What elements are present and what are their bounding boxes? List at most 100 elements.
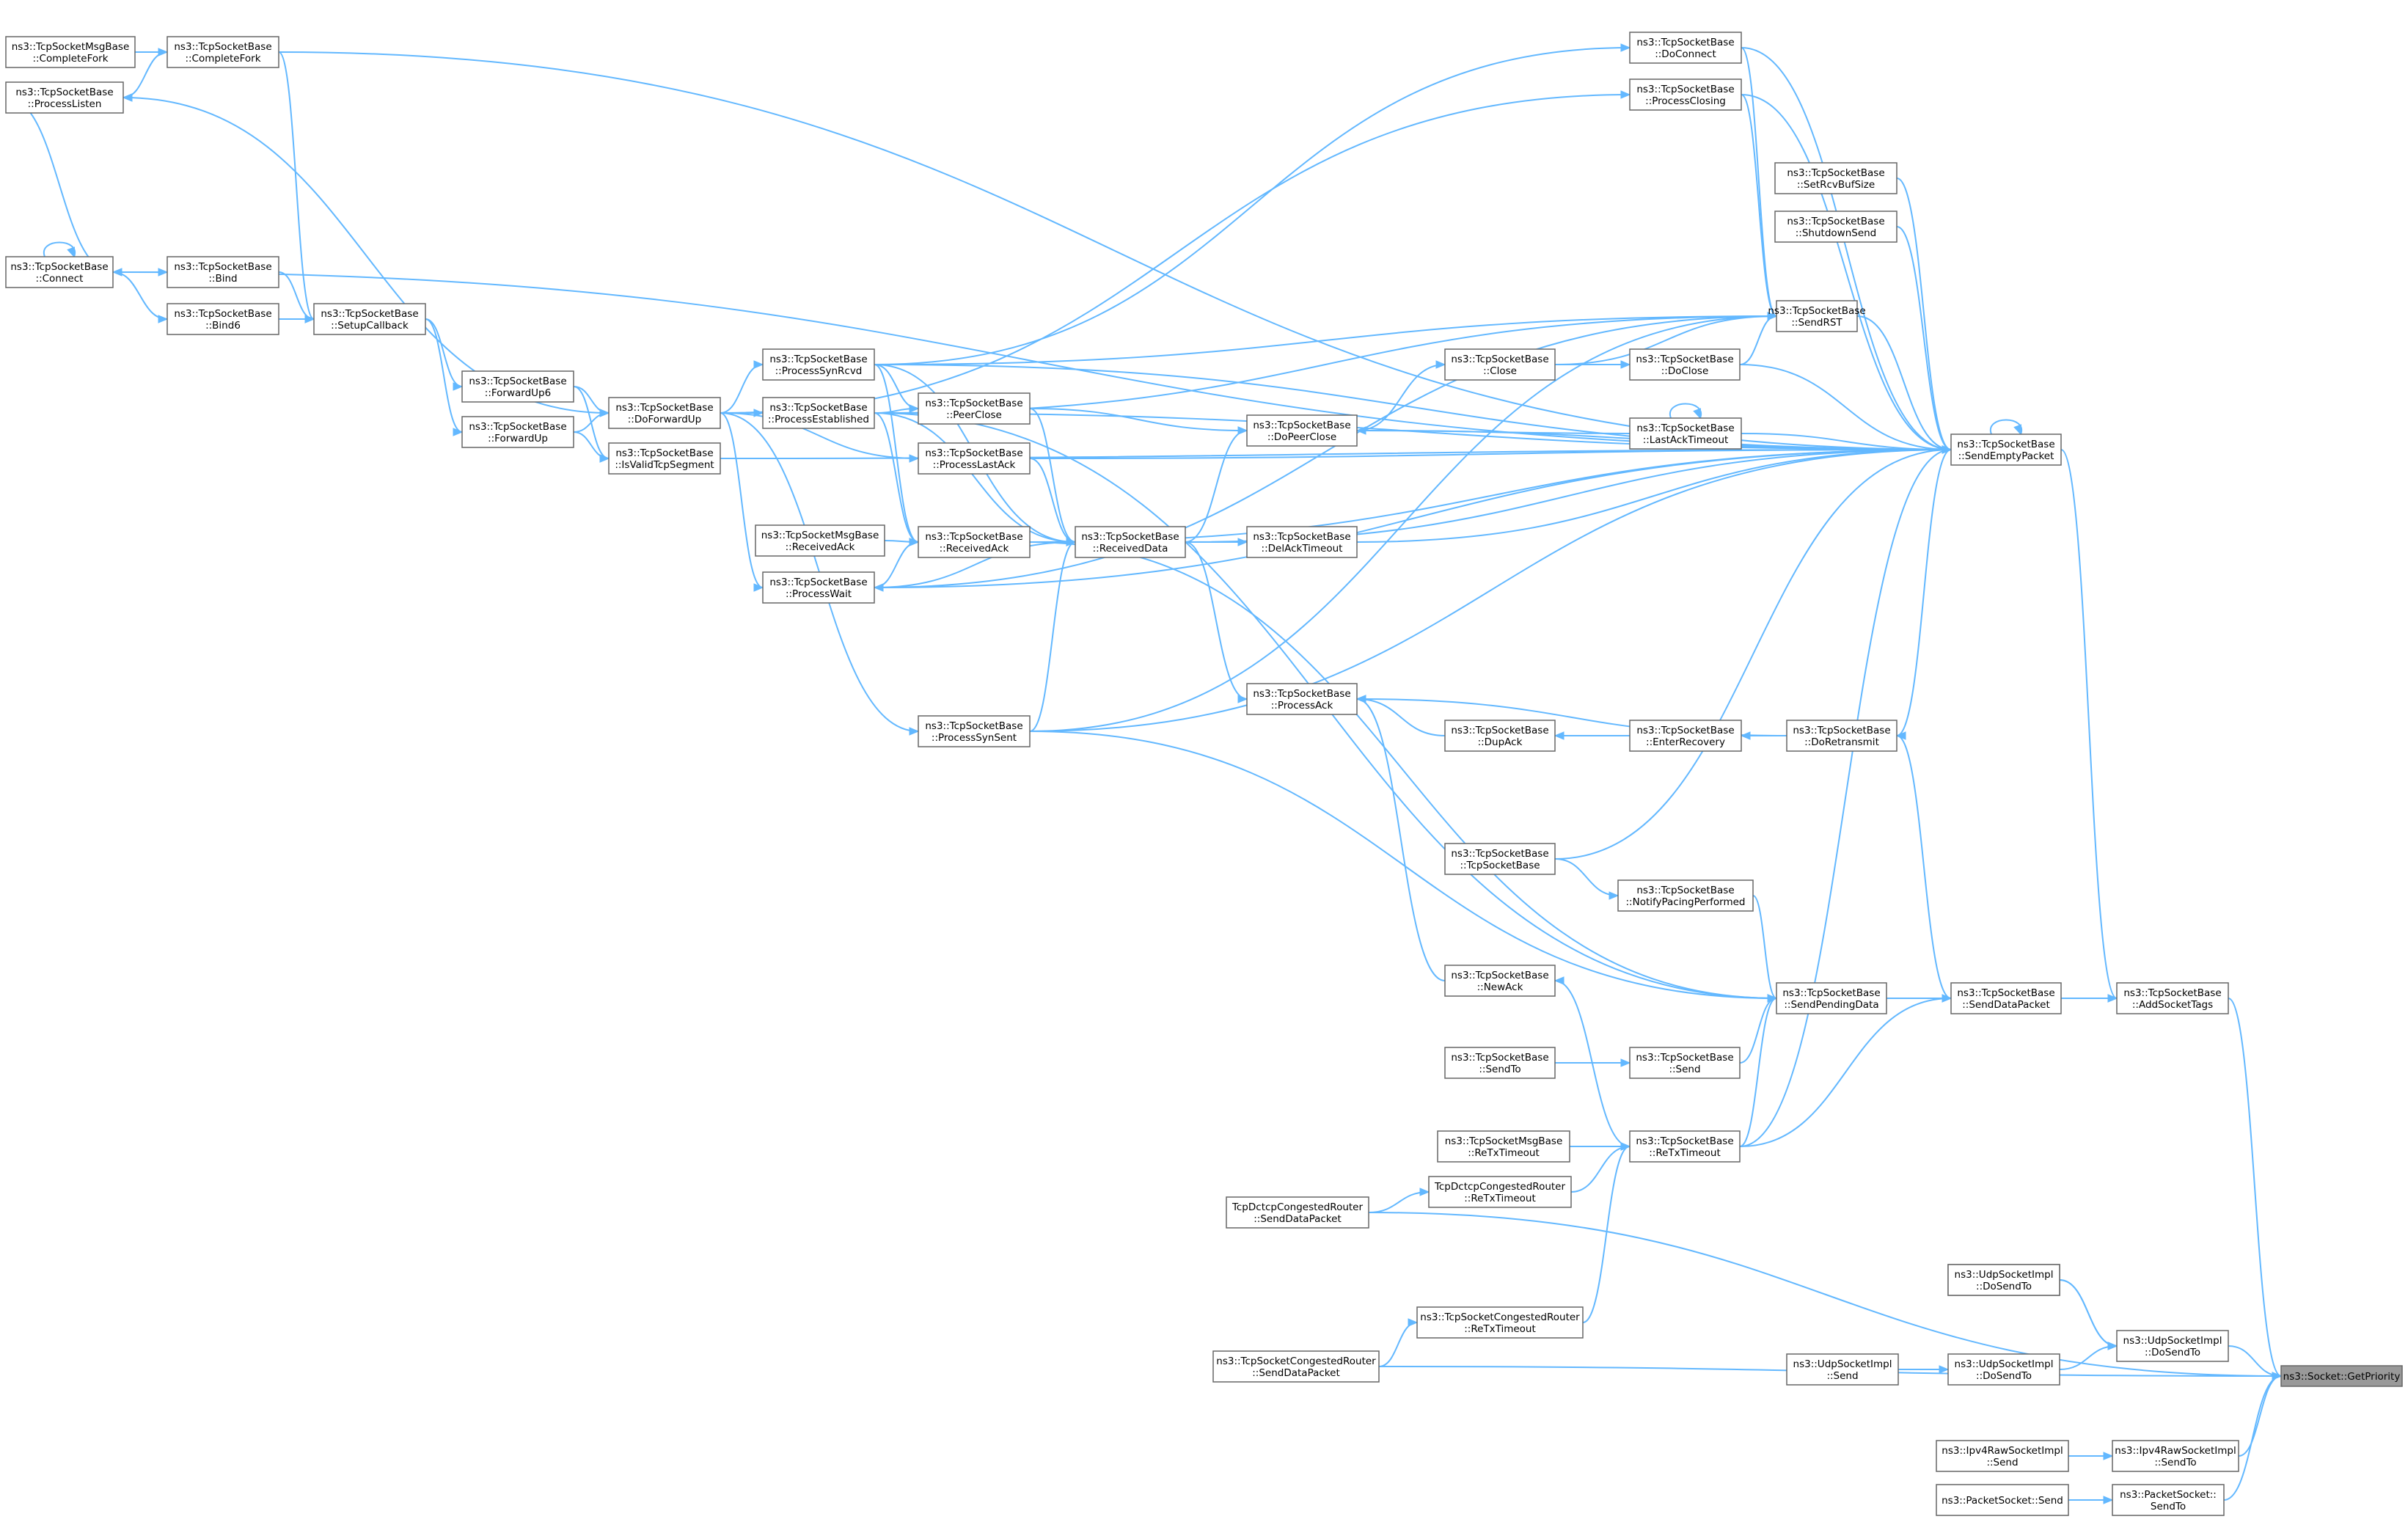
node-label: ::NotifyPacingPerformed	[1626, 896, 1746, 908]
function-node[interactable]: TcpDctcpCongestedRouter::SendDataPacket	[1226, 1196, 1369, 1229]
function-node[interactable]: ns3::TcpSocketBase::Bind	[166, 256, 279, 288]
node-label: ns3::TcpSocketBase	[174, 308, 271, 320]
function-node[interactable]: ns3::TcpSocketCongestedRouter::SendDataP…	[1212, 1350, 1380, 1383]
call-edge	[2223, 1375, 2282, 1501]
function-node[interactable]: ns3::TcpSocketBase::ProcessAck	[1246, 683, 1358, 715]
call-edge	[1185, 541, 1248, 700]
function-node[interactable]: ns3::TcpSocketBase::SendDataPacket	[1950, 982, 2062, 1014]
node-label: ns3::TcpSocketBase	[1636, 354, 1733, 365]
edge-arrowhead	[1435, 360, 1446, 369]
call-edge	[874, 364, 919, 543]
function-node[interactable]: ns3::Ipv4RawSocketImpl::SendTo	[2112, 1440, 2239, 1472]
function-node[interactable]: ns3::PacketSocket::SendTo	[2112, 1484, 2225, 1516]
function-node[interactable]: ns3::TcpSocketMsgBase::ReTxTimeout	[1437, 1130, 1570, 1163]
function-node[interactable]: ns3::TcpSocketBase::SendEmptyPacket	[1950, 433, 2062, 466]
function-node[interactable]: ns3::TcpSocketBase::DoClose	[1629, 348, 1741, 381]
node-label: ::SendTo	[2154, 1457, 2196, 1468]
function-node[interactable]: ns3::TcpSocketBase::DoForwardUp	[608, 397, 721, 429]
function-node[interactable]: ns3::UdpSocketImpl::DoSendTo	[2116, 1330, 2229, 1362]
edge-arrowhead	[1620, 43, 1631, 52]
node-label: ns3::TcpSocketBase	[1451, 970, 1548, 981]
function-node[interactable]: ns3::TcpSocketBase::ForwardUp	[461, 416, 574, 448]
function-node[interactable]: ns3::TcpSocketMsgBase::ReceivedAck	[755, 524, 885, 557]
function-node[interactable]: ns3::TcpSocketBase::ProcessListen	[5, 81, 124, 114]
function-node[interactable]: ns3::UdpSocketImpl::Send	[1786, 1353, 1899, 1386]
function-node[interactable]: ns3::TcpSocketBase::ProcessSynSent	[918, 715, 1031, 747]
function-node[interactable]: ns3::TcpSocketBase::ShutdownSend	[1774, 211, 1898, 243]
node-label: ::DoForwardUp	[628, 414, 702, 425]
node-box	[1629, 720, 1742, 752]
node-label: ::Bind6	[205, 320, 241, 332]
function-node[interactable]: ns3::TcpSocketBase::ForwardUp6	[461, 370, 574, 403]
call-edge	[1356, 449, 1952, 543]
call-edge	[1029, 449, 1952, 543]
function-node[interactable]: ns3::PacketSocket::Send	[1936, 1484, 2069, 1516]
function-node[interactable]: ns3::TcpSocketBase::NewAck	[1444, 965, 1556, 997]
function-node[interactable]: ns3::TcpSocketBase::DupAck	[1444, 720, 1556, 752]
call-edge	[278, 271, 315, 320]
node-box	[461, 416, 574, 448]
function-node[interactable]: ns3::TcpSocketBase::ProcessClosing	[1629, 78, 1742, 111]
node-label: ::ReceivedData	[1093, 543, 1168, 555]
function-node[interactable]: ns3::TcpSocketBase::Close	[1444, 348, 1556, 381]
call-edge	[1570, 1146, 1631, 1193]
function-node[interactable]: ns3::TcpSocketBase::DelAckTimeout	[1246, 526, 1358, 558]
node-label: ns3::TcpSocketBase	[1451, 354, 1548, 365]
function-node[interactable]: ns3::TcpSocketBase::TcpSocketBase	[1444, 843, 1556, 875]
function-node[interactable]: ns3::TcpSocketBase::IsValidTcpSegment	[608, 442, 721, 475]
node-label: ns3::TcpSocketBase	[925, 720, 1022, 732]
function-node[interactable]: ns3::TcpSocketBase::ReTxTimeout	[1629, 1130, 1741, 1163]
function-node[interactable]: ns3::TcpSocketBase::DoConnect	[1629, 32, 1742, 64]
function-node[interactable]: ns3::TcpSocketBase::Connect	[5, 256, 114, 288]
node-box	[1617, 879, 1754, 912]
node-box	[1786, 1353, 1899, 1386]
function-node[interactable]: ns3::TcpSocketBase::LastAckTimeout	[1629, 417, 1742, 450]
function-node[interactable]: ns3::TcpSocketBase::DoRetransmit	[1786, 720, 1898, 752]
node-box	[918, 715, 1031, 747]
function-node[interactable]: ns3::TcpSocketBase::ProcessLastAck	[918, 442, 1031, 475]
node-label: ns3::TcpSocketMsgBase	[761, 530, 879, 541]
function-node[interactable]: ns3::TcpSocketBase::SetRcvBufSize	[1774, 162, 1898, 194]
function-node[interactable]: ns3::TcpSocketBase::SetupCallback	[313, 303, 426, 335]
function-node[interactable]: ns3::UdpSocketImpl::DoSendTo	[1947, 1264, 2060, 1296]
node-label: ::CompleteFork	[185, 53, 260, 65]
function-node[interactable]: ns3::TcpSocketCongestedRouter::ReTxTimeo…	[1416, 1306, 1584, 1339]
function-node[interactable]: ns3::UdpSocketImpl::DoSendTo	[1947, 1353, 2060, 1386]
call-edge	[425, 318, 463, 433]
function-node[interactable]: TcpDctcpCongestedRouter::ReTxTimeout	[1428, 1176, 1572, 1208]
function-node[interactable]: ns3::TcpSocketBase::ReceivedAck	[918, 526, 1031, 558]
function-node[interactable]: ns3::TcpSocketBase::PeerClose	[918, 392, 1031, 425]
function-node[interactable]: ns3::TcpSocketMsgBase::CompleteFork	[5, 36, 136, 68]
call-edge	[874, 315, 1777, 365]
edge-arrowhead	[2272, 1372, 2283, 1380]
node-label: ::ReTxTimeout	[1649, 1147, 1721, 1159]
function-node[interactable]: ns3::TcpSocketBase::SendTo	[1444, 1047, 1556, 1079]
function-node[interactable]: ns3::TcpSocketBase::EnterRecovery	[1629, 720, 1742, 752]
call-edge	[1896, 226, 1952, 450]
call-edge	[874, 412, 1076, 543]
function-node[interactable]: ns3::TcpSocketBase::NotifyPacingPerforme…	[1617, 879, 1754, 912]
function-node[interactable]: ns3::TcpSocketBase::ProcessEstablished	[762, 397, 875, 429]
function-node[interactable]: ns3::TcpSocketBase::SendRST	[1768, 300, 1866, 332]
function-node[interactable]: ns3::TcpSocketBase::ReceivedData	[1075, 526, 1186, 558]
node-box	[2112, 1440, 2239, 1472]
function-node[interactable]: ns3::TcpSocketBase::ProcessWait	[762, 571, 875, 604]
node-label: ::DoSendTo	[2145, 1347, 2200, 1358]
function-node[interactable]: ns3::TcpSocketBase::DoPeerClose	[1246, 414, 1358, 447]
function-node[interactable]: ns3::TcpSocketBase::CompleteFork	[166, 36, 279, 68]
call-edge	[1356, 698, 1446, 981]
call-edge	[720, 412, 919, 459]
function-node[interactable]: ns3::TcpSocketBase::Bind6	[166, 303, 279, 335]
function-node[interactable]: ns3::TcpSocketBase::SendPendingData	[1776, 982, 1887, 1014]
node-label: ::Send	[1669, 1064, 1700, 1075]
node-label: ns3::TcpSocketCongestedRouter	[1216, 1355, 1376, 1367]
call-edge	[1029, 458, 1076, 543]
edge-arrowhead	[753, 583, 764, 592]
function-node[interactable]: ns3::TcpSocketBase::ProcessSynRcvd	[762, 348, 875, 381]
function-node[interactable]: ns3::TcpSocketBase::Send	[1629, 1047, 1741, 1079]
function-node[interactable]: ns3::Ipv4RawSocketImpl::Send	[1936, 1440, 2069, 1472]
edge-arrowhead	[909, 454, 920, 463]
root-node[interactable]: ns3::Socket::GetPriority	[2280, 1365, 2403, 1387]
function-node[interactable]: ns3::TcpSocketBase::AddSocketTags	[2116, 982, 2229, 1014]
node-label: ::DoConnect	[1655, 48, 1716, 60]
